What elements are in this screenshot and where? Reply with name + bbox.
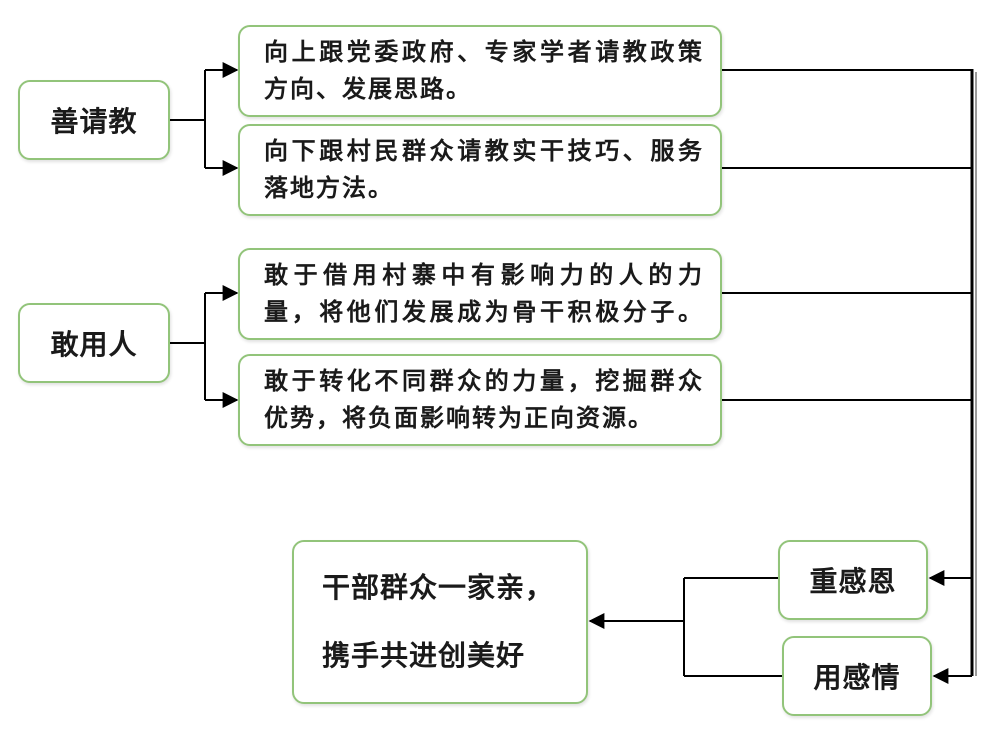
node-zhongganen-label: 重感恩: [809, 565, 897, 598]
detail-box-2-line-2: 落地方法。: [264, 174, 394, 202]
detail-box-3-line-2: 量，将他们发展成为骨干积极分子。: [264, 298, 704, 326]
detail-box-1-line-1: 向上跟党委政府、专家学者请教政策: [264, 38, 704, 66]
node-shanqingjiao: 善请教: [18, 80, 170, 160]
detail-box-4: 敢于转化不同群众的力量，挖掘群众 优势，将负面影响转为正向资源。: [238, 354, 722, 446]
node-ganyongren-label: 敢用人: [50, 328, 138, 361]
detail-box-2-line-1: 向下跟村民群众请教实干技巧、服务: [264, 137, 704, 165]
result-line-1: 干部群众一家亲，: [322, 571, 555, 604]
detail-box-2: 向下跟村民群众请教实干技巧、服务 落地方法。: [238, 124, 722, 216]
node-yongganqing-label: 用感情: [813, 661, 901, 694]
node-zhongganen: 重感恩: [778, 540, 928, 620]
detail-box-1-line-2: 方向、发展思路。: [264, 75, 472, 103]
detail-box-3: 敢于借用村寨中有影响力的人的力 量，将他们发展成为骨干积极分子。: [238, 248, 722, 340]
detail-box-4-line-2: 优势，将负面影响转为正向资源。: [264, 404, 654, 432]
detail-box-3-line-1: 敢于借用村寨中有影响力的人的力: [264, 261, 704, 289]
node-shanqingjiao-label: 善请教: [50, 105, 138, 138]
detail-box-1: 向上跟党委政府、专家学者请教政策 方向、发展思路。: [238, 25, 722, 117]
node-ganyongren: 敢用人: [18, 303, 170, 383]
result-box: 干部群众一家亲， 携手共进创美好: [292, 540, 588, 704]
node-yongganqing: 用感情: [782, 636, 932, 716]
result-line-2: 携手共进创美好: [322, 639, 526, 672]
detail-box-4-line-1: 敢于转化不同群众的力量，挖掘群众: [264, 367, 704, 395]
